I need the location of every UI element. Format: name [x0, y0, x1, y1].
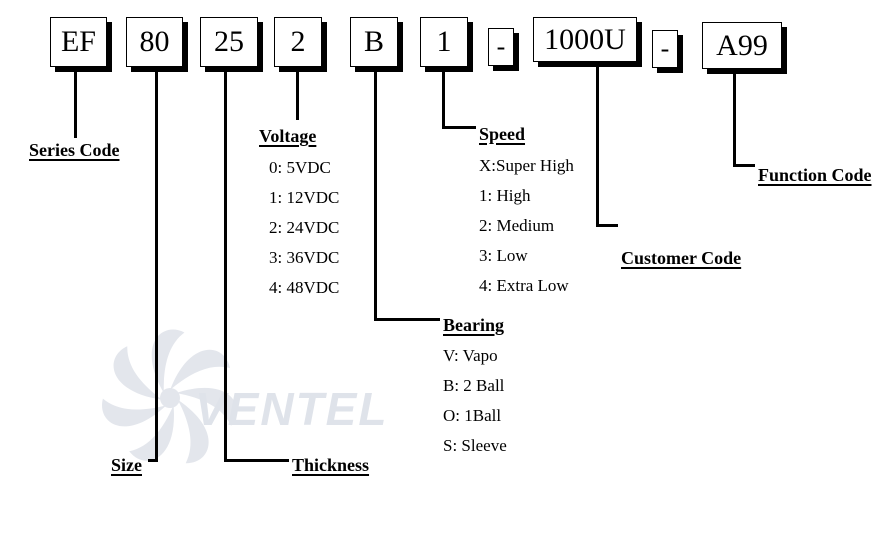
list-item: O: 1Ball: [443, 406, 502, 425]
voltage-connector: [296, 70, 299, 120]
speed-code-box: 1: [420, 17, 468, 67]
thickness-connector-h: [224, 459, 289, 462]
function-connector-h: [733, 164, 755, 167]
bearing-label: Bearing: [443, 315, 504, 335]
list-item: 1: High: [479, 186, 531, 205]
size-connector-h: [148, 459, 158, 462]
list-item: V: Vapo: [443, 346, 498, 365]
list-item: 3: 36VDC: [269, 248, 340, 267]
speed-options: X:Super High 1: High 2: Medium 3: Low 4:…: [479, 151, 574, 301]
voltage-code-box: 2: [274, 17, 322, 67]
ventel-watermark: VENTEL: [102, 329, 386, 464]
function-code-label: Function Code: [758, 165, 872, 185]
speed-connector-h: [442, 126, 476, 129]
voltage-label: Voltage: [259, 126, 317, 146]
customer-code-label: Customer Code: [621, 248, 742, 268]
series-connector: [74, 70, 77, 138]
fan-icon: [102, 329, 237, 464]
list-item: B: 2 Ball: [443, 376, 505, 395]
dash-separator-2: -: [652, 30, 678, 68]
customer-connector-v: [596, 65, 599, 227]
list-item: S: Sleeve: [443, 436, 507, 455]
list-item: 1: 12VDC: [269, 188, 340, 207]
thickness-code-box: 25: [200, 17, 258, 67]
list-item: 4: 48VDC: [269, 278, 340, 297]
bearing-code-box: B: [350, 17, 398, 67]
thickness-label: Thickness: [292, 455, 370, 475]
size-label: Size: [111, 455, 142, 475]
dash-separator-1: -: [488, 28, 514, 66]
voltage-options: 0: 5VDC 1: 12VDC 2: 24VDC 3: 36VDC 4: 48…: [269, 153, 339, 303]
customer-code-box: 1000U: [533, 17, 637, 62]
list-item: 0: 5VDC: [269, 158, 331, 177]
speed-label: Speed: [479, 124, 526, 144]
bearing-options: V: Vapo B: 2 Ball O: 1Ball S: Sleeve: [443, 341, 507, 461]
customer-connector-h: [596, 224, 618, 227]
size-connector-v: [155, 70, 158, 462]
list-item: 2: Medium: [479, 216, 555, 235]
speed-connector-v: [442, 70, 445, 129]
thickness-connector-v: [224, 70, 227, 462]
bearing-connector-v: [374, 70, 377, 321]
list-item: X:Super High: [479, 156, 574, 175]
list-item: 4: Extra Low: [479, 276, 569, 295]
list-item: 3: Low: [479, 246, 528, 265]
list-item: 2: 24VDC: [269, 218, 340, 237]
bearing-connector-h: [374, 318, 440, 321]
function-code-box: A99: [702, 22, 782, 69]
size-code-box: 80: [126, 17, 183, 67]
series-code-label: Series Code: [29, 140, 120, 160]
function-connector-v: [733, 72, 736, 167]
series-code-box: EF: [50, 17, 107, 67]
